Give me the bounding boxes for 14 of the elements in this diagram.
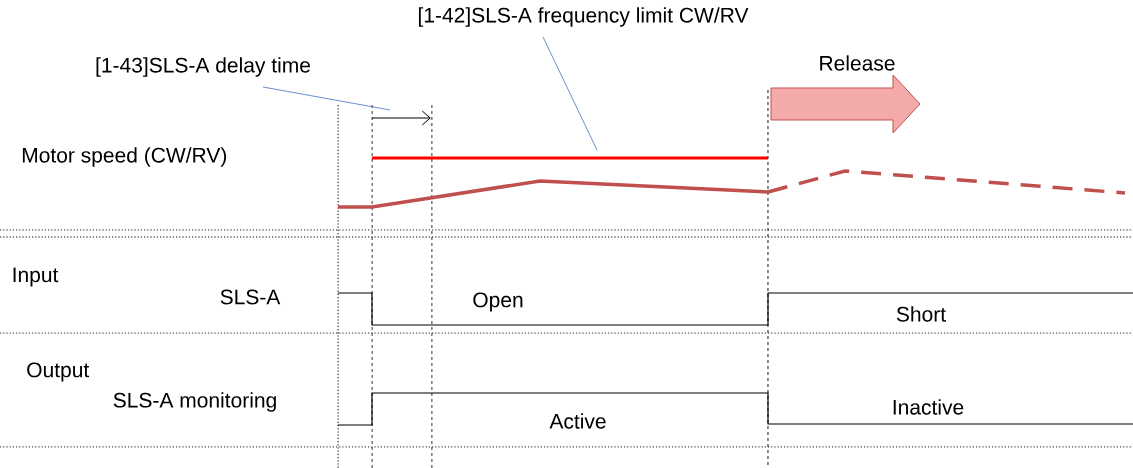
- signal-label: Release: [820, 55, 895, 71]
- leader-line: [262, 86, 391, 111]
- signal-label: Motor speed (CW/RV): [22, 147, 227, 167]
- signal-label: Open: [473, 292, 523, 312]
- signal-label: Active: [549, 413, 606, 429]
- signal-label: Short: [896, 306, 946, 322]
- signal-label: Inactive: [893, 399, 964, 415]
- callout-text: [1-43]SLS-A delay time: [96, 57, 310, 77]
- leader-line: [542, 36, 598, 151]
- callout-text: [1-42]SLS-A frequency limit CW/RV: [418, 7, 749, 27]
- signal-label: Input: [13, 267, 59, 287]
- signal-label: Output: [27, 362, 90, 382]
- signal-label: SLS-A: [220, 289, 281, 305]
- signal-label: SLS-A monitoring: [113, 392, 276, 412]
